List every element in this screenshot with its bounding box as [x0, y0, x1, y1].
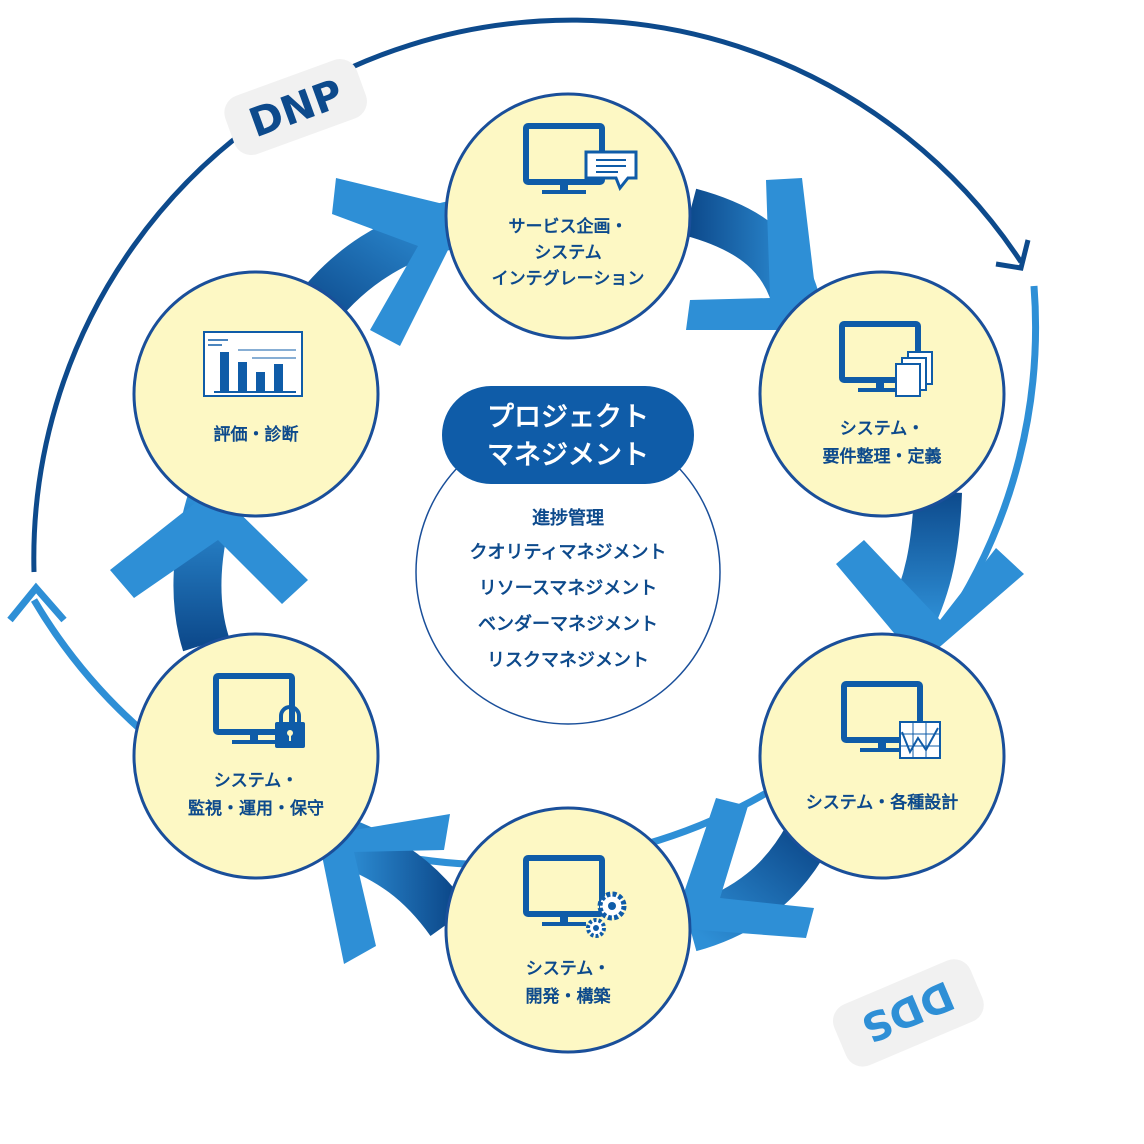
node-label-line: 要件整理・定義 — [823, 446, 942, 467]
center-title-line: マネジメント — [487, 440, 649, 471]
node-label-line: システム・ — [840, 419, 925, 439]
monitor-gears-icon — [523, 855, 627, 938]
arrow-operations-to-evaluation — [110, 488, 308, 652]
center-item: クオリティマネジメント — [470, 542, 667, 563]
node-development: システム・ 開発・構築 — [444, 806, 692, 1054]
monitor-lock-icon — [213, 673, 305, 748]
node-label-line: 開発・構築 — [526, 986, 612, 1007]
center-project-management: プロジェクト マネジメント 進捗管理 クオリティマネジメント リソースマネジメン… — [415, 386, 721, 725]
node-requirements: システム・ 要件整理・定義 — [758, 270, 1006, 518]
bar-chart-icon — [203, 331, 303, 397]
dds-badge: DDS — [832, 959, 984, 1067]
center-item: ベンダーマネジメント — [478, 613, 658, 635]
node-label-line: 評価・診断 — [214, 424, 299, 445]
node-label-line: システム・ — [214, 771, 299, 791]
monitor-chart-icon — [841, 681, 941, 759]
node-design: システム・各種設計 — [758, 632, 1006, 880]
node-label-line: システム・ — [526, 959, 611, 979]
node-evaluation: 評価・診断 — [132, 270, 380, 518]
center-item: 進捗管理 — [532, 507, 604, 529]
node-service-planning: サービス企画・ システム インテグレーション — [444, 92, 692, 340]
center-item: リスクマネジメント — [487, 650, 649, 671]
dds-ring-arrowhead — [7, 582, 67, 623]
node-label-line: インテグレーション — [492, 268, 645, 289]
monitor-chat-icon — [523, 123, 638, 194]
node-label-line: システム — [534, 243, 602, 263]
center-item: リソースマネジメント — [479, 578, 658, 599]
node-label-line: サービス企画・ — [509, 216, 628, 237]
arrow-development-to-operations — [318, 814, 470, 964]
center-title-line: プロジェクト — [487, 402, 649, 433]
arrow-design-to-development — [672, 798, 830, 952]
node-operations: システム・ 監視・運用・保守 — [132, 632, 380, 880]
center-title-pill — [442, 386, 694, 484]
arrow-planning-to-requirements — [683, 178, 822, 330]
node-label-line: 監視・運用・保守 — [188, 798, 324, 819]
dnp-badge: DNP — [224, 59, 367, 156]
node-label-line: システム・各種設計 — [806, 792, 959, 813]
dnp-ring-arrowhead — [995, 239, 1031, 271]
monitor-documents-icon — [839, 321, 933, 397]
dnp-ring-arc — [31, 17, 1024, 573]
arrow-requirements-to-design — [836, 491, 1024, 664]
